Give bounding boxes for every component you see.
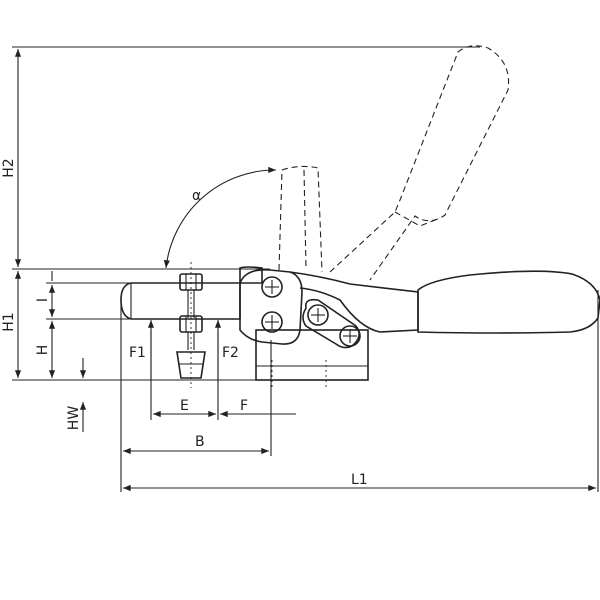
body-side-plate — [239, 268, 303, 345]
open-arm — [278, 165, 323, 273]
label-h: H — [35, 345, 51, 356]
label-l1: L1 — [351, 472, 368, 488]
label-hw: HW — [66, 406, 82, 431]
body-upper — [239, 266, 263, 319]
handle-lever — [289, 271, 419, 333]
pivot-3 — [307, 304, 329, 326]
label-f1: F1 — [129, 345, 146, 361]
open-position-phantom — [278, 45, 510, 281]
dimension-labels: α H2 H1 I H F1 F2 HW E F B L1 — [1, 158, 368, 488]
spindle-pad — [176, 351, 206, 379]
base-block — [255, 329, 369, 381]
label-f: F — [240, 398, 248, 414]
label-h1: H1 — [1, 312, 17, 331]
arm-nose — [120, 282, 132, 320]
pivot-2 — [261, 311, 283, 333]
label-f2: F2 — [222, 345, 239, 361]
extension-lines — [12, 46, 599, 492]
pivot-4 — [339, 325, 361, 347]
dimension-lines — [14, 48, 597, 492]
pivot-1 — [261, 276, 283, 298]
alpha-arc — [163, 166, 277, 269]
label-b: B — [195, 434, 205, 450]
label-i: I — [35, 298, 51, 302]
label-alpha: α — [192, 188, 201, 204]
label-e: E — [180, 398, 189, 414]
handle-grip — [417, 270, 600, 334]
open-handle-collar — [394, 211, 441, 227]
clamp-body — [120, 262, 600, 390]
open-handle — [329, 45, 510, 281]
label-h2: H2 — [1, 158, 17, 177]
